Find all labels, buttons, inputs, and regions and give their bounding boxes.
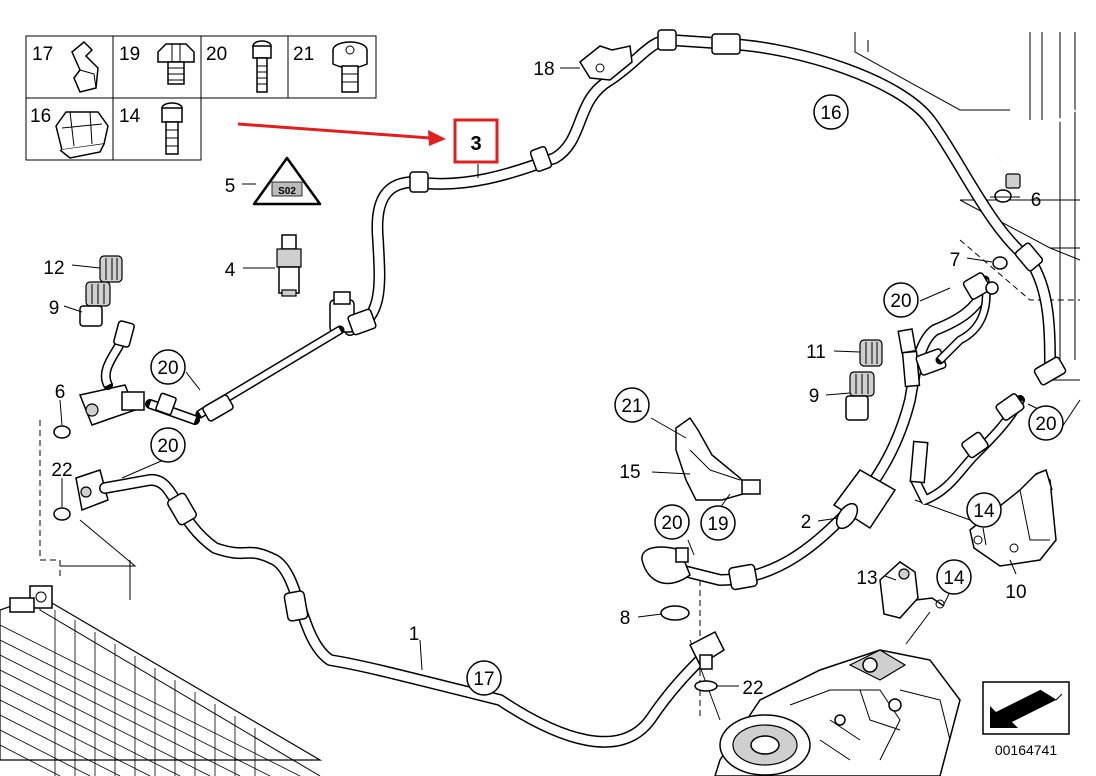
legend-label-16: 16: [30, 106, 51, 127]
callout-20-upper-left: 20: [157, 358, 178, 379]
callout-17: 17: [473, 669, 494, 690]
callout-15: 15: [619, 462, 640, 483]
diagram-code: 00164741: [995, 742, 1058, 758]
lower-left-fitting: [75, 469, 109, 512]
callout-5: 5: [225, 176, 236, 197]
flange-bolt-icon: [332, 41, 368, 93]
callout-22-left: 22: [51, 460, 72, 481]
legend-label-21: 21: [293, 44, 314, 65]
bracket-15: [675, 416, 761, 501]
callouts: 18 5 4 12 9 6 22 6 7 11 9 2 15 8 22 13 1…: [43, 59, 1064, 699]
fastener-legend: 17 19 20 21 16: [25, 35, 377, 161]
callout-20-evap: 20: [890, 291, 911, 312]
callout-14-upper: 14: [973, 501, 995, 522]
line-upper-left: [78, 320, 345, 426]
highlight-label: 3: [470, 133, 481, 155]
callout-11: 11: [806, 342, 826, 363]
legend-label-14: 14: [119, 106, 141, 127]
svg-text:S02: S02: [278, 186, 296, 197]
warning-label-part: S02: [252, 156, 322, 206]
o-rings: [53, 173, 1021, 692]
socket-screw-icon: [252, 40, 272, 93]
highlight-arrow: [237, 122, 446, 146]
highlight-box: [453, 118, 499, 164]
hose-suction-lower: [641, 272, 1067, 591]
callout-9-left: 9: [49, 298, 60, 319]
callout-18: 18: [533, 59, 554, 80]
service-valve-left: [79, 281, 111, 327]
evap-fittings: [897, 272, 999, 388]
service-cap-right: [859, 339, 883, 367]
condenser: [0, 585, 323, 776]
callout-21: 21: [621, 396, 642, 417]
callout-22-right: 22: [742, 678, 763, 699]
callout-12: 12: [43, 258, 64, 279]
reference-symbol: 00164741: [982, 681, 1070, 758]
pressure-sensor-part: [276, 234, 302, 297]
clip-icon: [71, 40, 99, 93]
legend-label-20: 20: [206, 44, 227, 65]
callout-16: 16: [820, 103, 841, 124]
allen-screw-icon: [161, 102, 183, 155]
muffler: [832, 469, 897, 530]
hose-liquid-lower: [75, 469, 725, 748]
callout-20-right: 20: [1035, 414, 1056, 435]
callout-14-lower: 14: [943, 568, 965, 589]
callout-9-right: 9: [809, 386, 820, 407]
bracket-clip-icon: [55, 111, 109, 159]
legend-label-17: 17: [32, 44, 53, 65]
legend-label-19: 19: [119, 44, 140, 65]
compressor-fitting: [641, 546, 758, 591]
callout-4: 4: [225, 260, 236, 281]
hex-bolt-icon: [157, 43, 195, 85]
callout-13: 13: [856, 568, 877, 589]
callout-10: 10: [1005, 582, 1026, 603]
callout-8: 8: [620, 608, 631, 629]
bracket-18: [579, 45, 633, 81]
leader-lines: [59, 67, 1041, 687]
callout-6-right: 6: [1031, 190, 1042, 211]
service-valve-right: [845, 371, 875, 421]
callout-20-lower-left: 20: [157, 436, 178, 457]
bracket-10: [969, 468, 1057, 567]
callout-6-left: 6: [55, 382, 66, 403]
compressor: [714, 649, 961, 776]
receiver-fitting: [78, 320, 145, 426]
bracket-13: [879, 561, 945, 619]
callout-20-compressor: 20: [661, 513, 682, 534]
callout-7: 7: [950, 250, 961, 271]
service-cap-left: [99, 255, 123, 283]
evaporator-housing: [854, 32, 1076, 360]
callout-2: 2: [801, 512, 812, 533]
callout-1: 1: [409, 624, 420, 645]
hose-suction-upper: [329, 29, 1056, 376]
callout-19: 19: [707, 514, 728, 535]
sensor-fitting: [329, 291, 377, 336]
